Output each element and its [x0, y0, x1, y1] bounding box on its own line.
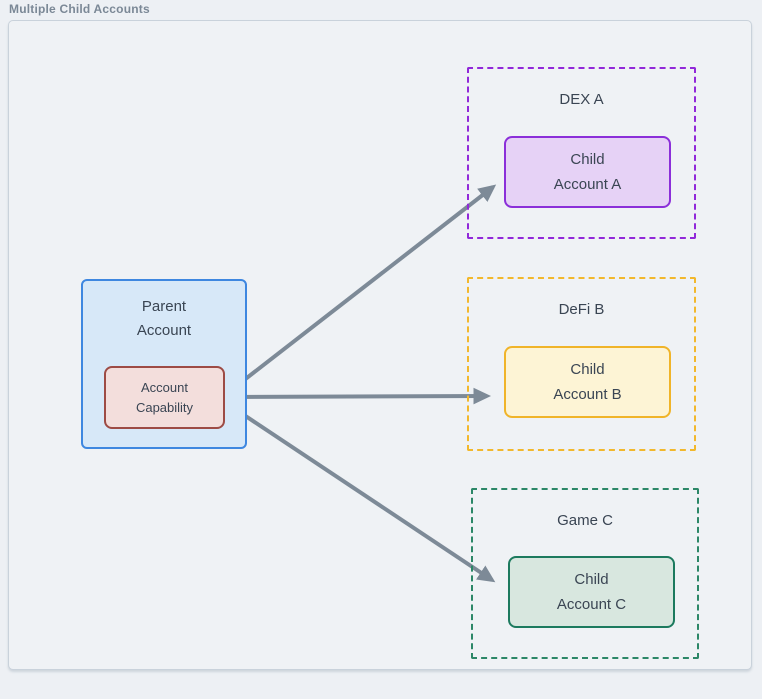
arrow-parent-to-child-b	[230, 387, 491, 405]
child-account-c-node: Child Account C	[508, 556, 675, 628]
child-account-a-label-line1: Child	[570, 151, 605, 168]
account-capability-label-line1: Account	[141, 379, 188, 395]
group-game-c: Game C Child Account C	[471, 488, 699, 659]
child-account-a-label-line2: Account A	[553, 176, 622, 193]
account-capability-node: Account Capability	[104, 366, 225, 429]
group-defi-b: DeFi B Child Account B	[467, 277, 696, 451]
parent-account-label-line2: Account	[136, 322, 192, 339]
diagram-title: Multiple Child Accounts	[9, 2, 150, 16]
group-defi-b-label: DeFi B	[558, 301, 605, 318]
group-dex-a: DEX A Child Account A	[467, 67, 696, 239]
child-account-a-node: Child Account A	[504, 136, 671, 208]
group-game-c-label: Game C	[557, 512, 613, 529]
parent-account-label-line1: Parent	[141, 298, 187, 315]
diagram-page: { "page": { "title": "Multiple Child Acc…	[8, 2, 752, 670]
arrow-parent-to-child-a	[237, 184, 497, 386]
child-account-b-node: Child Account B	[504, 346, 671, 418]
arrow-parent-to-child-c	[233, 407, 496, 583]
child-account-c-label-line1: Child	[574, 571, 609, 588]
diagram-canvas: Parent Account Account Capability DEX A …	[8, 20, 752, 670]
group-dex-a-label: DEX A	[559, 91, 604, 108]
parent-account-box: Parent Account Account Capability	[81, 279, 247, 449]
parent-account-label: Parent Account	[83, 295, 245, 343]
child-account-c-label-line2: Account C	[556, 596, 627, 613]
child-account-b-label-line2: Account B	[553, 386, 622, 403]
account-capability-label-line2: Capability	[135, 399, 194, 415]
child-account-b-label-line1: Child	[570, 361, 605, 378]
